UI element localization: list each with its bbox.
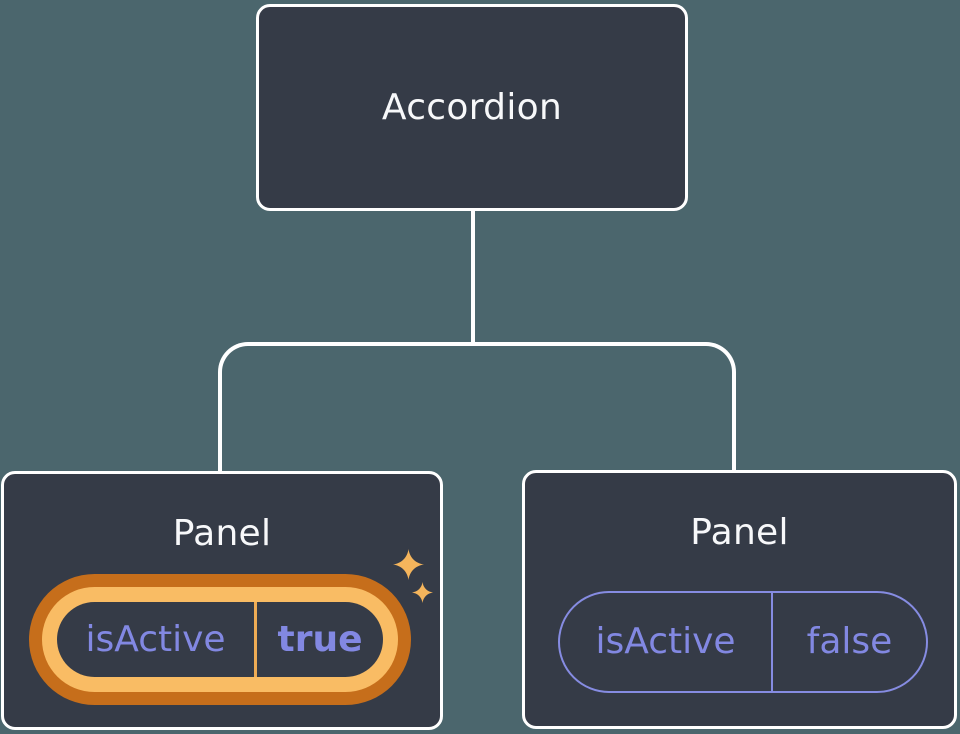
prop-pill-active: isActive true [57, 602, 383, 677]
pill-divider [254, 602, 257, 677]
connector-branch [218, 342, 736, 474]
prop-value-label: false [806, 621, 893, 663]
sparkle-icon [412, 582, 433, 603]
prop-pill-inactive: isActive false [558, 591, 928, 693]
connector-stem [471, 208, 475, 346]
panel-title: Panel [690, 512, 789, 553]
prop-value-label: true [277, 618, 363, 660]
sparkle-icon [393, 549, 424, 580]
prop-name-cell: isActive [560, 593, 771, 691]
prop-name-cell: isActive [57, 602, 254, 677]
panel-title: Panel [172, 513, 272, 554]
accordion-label: Accordion [381, 86, 563, 128]
prop-value-cell: false [773, 593, 926, 691]
accordion-card: Accordion [256, 4, 688, 211]
prop-name-label: isActive [85, 618, 226, 660]
panel-card-active: Panel isActive true [1, 471, 443, 730]
panel-card-inactive: Panel isActive false [522, 470, 957, 729]
highlight-ring: isActive true [29, 574, 411, 705]
prop-name-label: isActive [595, 621, 736, 663]
highlight-ring-inner: isActive true [42, 587, 398, 692]
prop-value-cell: true [257, 602, 383, 677]
pill-divider [771, 593, 773, 691]
